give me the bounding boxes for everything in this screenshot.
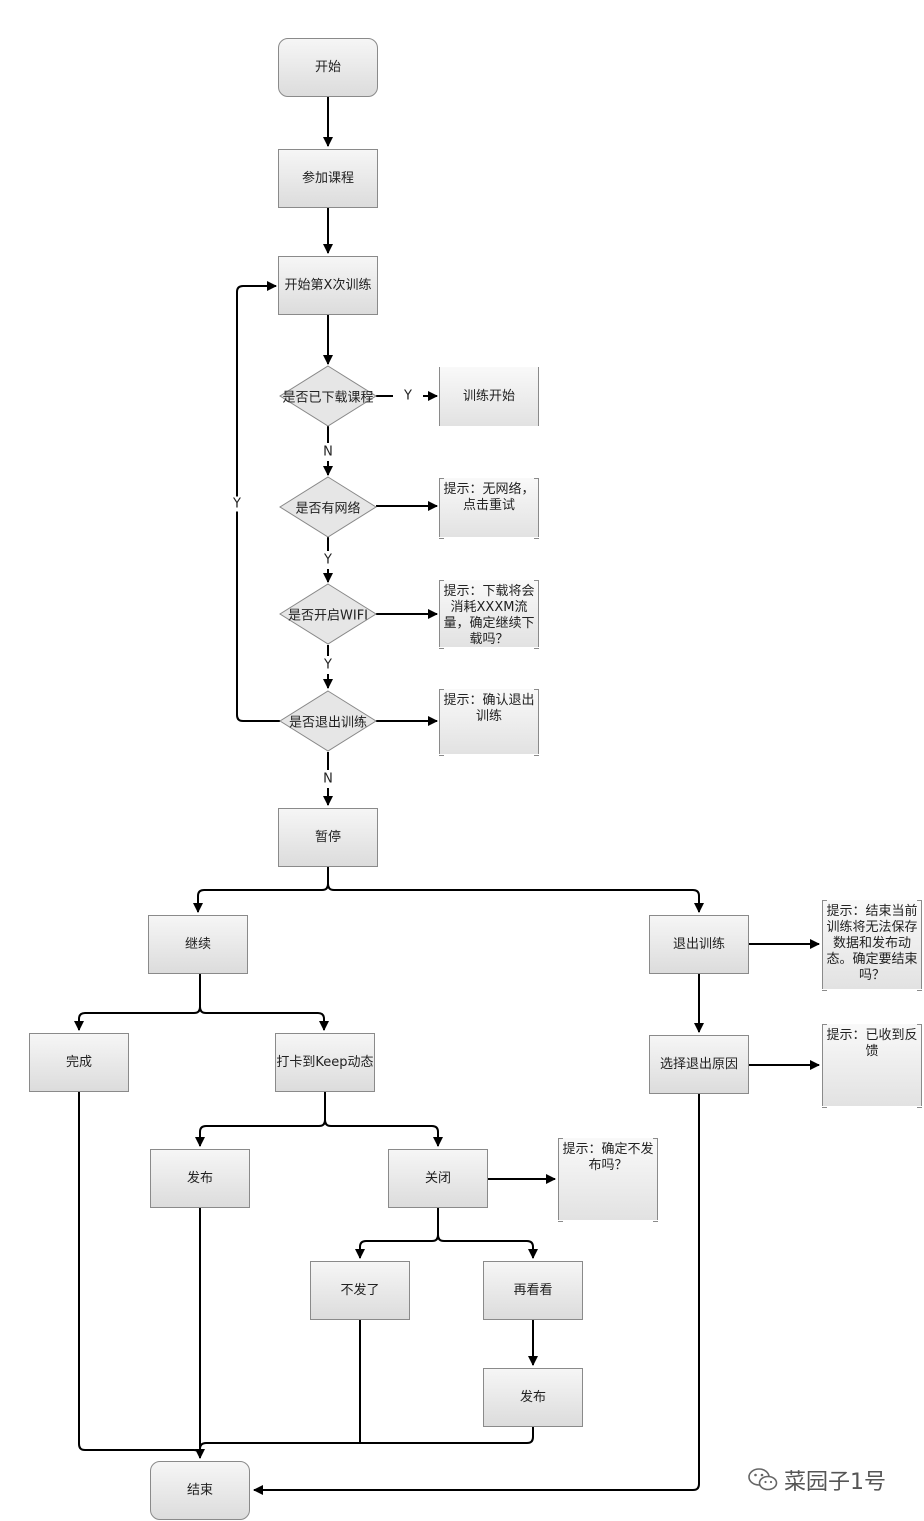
node-publish: 发布 <box>150 1149 250 1208</box>
note-data-usage: 提示：下载将会消耗XXXM流量，确定继续下载吗？ <box>439 580 539 649</box>
decision-downloaded-shape <box>279 365 377 427</box>
wechat-icon <box>748 1468 778 1491</box>
decision-network-label: 是否有网络 <box>295 501 361 517</box>
edge-label-downloaded-no: N <box>321 444 335 460</box>
edge-publishagain-end <box>199 1427 534 1450</box>
node-look-again: 再看看 <box>483 1261 583 1320</box>
decision-downloaded-label: 是否已下载课程 <box>282 390 374 406</box>
node-start: 开始 <box>278 38 378 97</box>
note-confirm-exit: 提示：确认退出训练 <box>439 689 539 756</box>
node-end: 结束 <box>150 1461 250 1520</box>
edge-continue-complete <box>74 974 201 1031</box>
note-feedback-received: 提示：已收到反馈 <box>822 1024 922 1108</box>
edge-pause-continue <box>193 867 329 913</box>
node-not-publish: 不发了 <box>310 1261 410 1320</box>
node-start-training: 开始第X次训练 <box>278 256 378 315</box>
node-checkin-keep: 打卡到Keep动态 <box>275 1033 375 1092</box>
node-join-course: 参加课程 <box>278 149 378 208</box>
edge-label-exit-no: N <box>321 771 335 787</box>
node-training-begin: 训练开始 <box>439 367 539 426</box>
edge-continue-checkin <box>199 1006 329 1031</box>
node-exit-training: 退出训练 <box>649 915 749 974</box>
decision-network-shape <box>279 476 377 538</box>
edge-loop-yes <box>236 281 280 722</box>
edge-close-lookagain <box>437 1234 538 1259</box>
watermark-text: 菜园子1号 <box>784 1470 886 1495</box>
decision-wifi-shape <box>279 583 377 645</box>
edge-close-notpublish <box>355 1208 439 1259</box>
decision-exit-label: 是否退出训练 <box>288 715 368 731</box>
note-no-network: 提示：无网络，点击重试 <box>439 478 539 539</box>
edge-pause-exit <box>327 883 704 913</box>
edge-label-network-yes: Y <box>322 552 334 568</box>
decision-wifi-label: 是否开启WIFI <box>288 608 368 624</box>
watermark: 菜园子1号 <box>748 1464 886 1496</box>
edge-label-downloaded-yes: Y <box>402 388 414 404</box>
edge-label-wifi-yes: Y <box>322 657 334 673</box>
node-publish-again: 发布 <box>483 1368 583 1427</box>
edge-complete-end <box>78 1092 201 1457</box>
node-continue: 继续 <box>148 915 248 974</box>
node-close: 关闭 <box>388 1149 488 1208</box>
edge-label-loop-yes: Y <box>231 496 243 512</box>
decision-exit-shape <box>279 690 377 752</box>
note-confirm-not-publish: 提示：确定不发布吗？ <box>558 1138 658 1222</box>
node-select-exit-reason: 选择退出原因 <box>649 1035 749 1094</box>
node-complete: 完成 <box>29 1033 129 1092</box>
edge-reason-end <box>253 1094 700 1495</box>
note-end-warning: 提示：结束当前训练将无法保存数据和发布动态。确定要结束吗？ <box>822 900 922 991</box>
node-pause: 暂停 <box>278 808 378 867</box>
edge-checkin-publish <box>195 1092 326 1147</box>
edge-checkin-close <box>324 1119 443 1147</box>
